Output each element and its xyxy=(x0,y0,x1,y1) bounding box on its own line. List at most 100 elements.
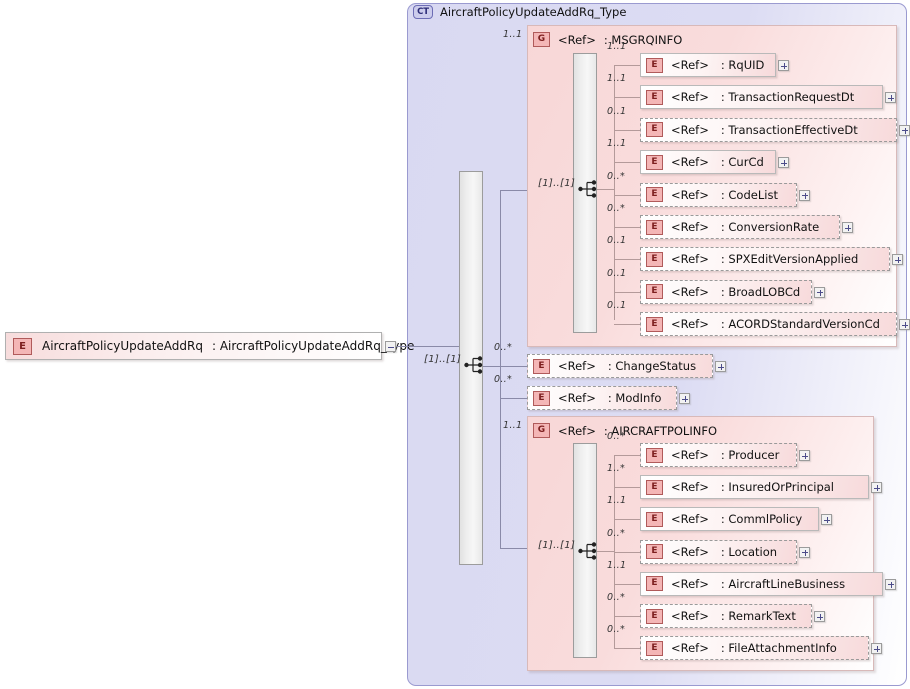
element-node[interactable]: E<Ref>: ConversionRate xyxy=(640,215,840,239)
occurrence-label: 0..1 xyxy=(607,267,627,279)
group-sequence-bar-msgrqinfo xyxy=(573,53,597,333)
group-ref-label: <Ref> xyxy=(558,423,596,438)
element-name: : ChangeStatus xyxy=(607,359,697,373)
element-node[interactable]: E<Ref>: FileAttachmentInfo xyxy=(640,636,869,661)
element-name: : AircraftLineBusiness xyxy=(720,576,846,591)
root-collapse-toggle[interactable] xyxy=(385,341,396,352)
element-ref-label: <Ref> xyxy=(671,544,709,559)
element-icon: E xyxy=(646,316,663,332)
expand-toggle[interactable] xyxy=(821,514,832,526)
element-node[interactable]: E<Ref>: TransactionRequestDt xyxy=(640,85,883,110)
expand-toggle[interactable] xyxy=(899,124,910,136)
expand-toggle[interactable] xyxy=(871,643,882,655)
branch-aircraftpolinfo xyxy=(500,548,527,549)
expand-toggle[interactable] xyxy=(799,546,810,558)
element-node[interactable]: E<Ref>: TransactionEffectiveDt xyxy=(640,117,897,142)
element-icon: E xyxy=(646,89,663,105)
element-ref-label: <Ref> xyxy=(671,317,709,332)
element-ref-label: <Ref> xyxy=(671,155,709,170)
group-ref-label: <Ref> xyxy=(558,32,596,47)
expand-toggle[interactable] xyxy=(871,482,882,494)
node-connector-line xyxy=(614,616,640,617)
element-name: : InsuredOrPrincipal xyxy=(720,480,834,495)
element-icon: E xyxy=(646,511,663,527)
sequence-compositor-icon xyxy=(464,356,483,374)
occurrence-label: 1..1 xyxy=(607,73,627,85)
occurrence-label: 1..1 xyxy=(607,41,627,52)
complextype-icon: CT xyxy=(413,5,433,19)
element-ref-label: <Ref> xyxy=(671,480,709,495)
complextype-title: AircraftPolicyUpdateAddRq_Type xyxy=(440,5,627,19)
element-name: : ConversionRate xyxy=(720,220,820,234)
expand-toggle[interactable] xyxy=(778,60,789,71)
element-node[interactable]: E<Ref>: Location xyxy=(640,539,797,564)
element-node[interactable]: E<Ref>: SPXEditVersionApplied xyxy=(640,247,890,272)
node-connector-line xyxy=(614,583,640,585)
element-icon: E xyxy=(13,337,32,355)
element-icon: E xyxy=(646,122,663,138)
node-connector-line xyxy=(614,324,640,326)
element-node[interactable]: E<Ref>: ModInfo xyxy=(527,386,677,410)
node-connector-line xyxy=(614,487,640,489)
element-ref-label: <Ref> xyxy=(671,576,709,591)
node-connector-line xyxy=(614,97,640,99)
element-node[interactable]: E<Ref>: CurCd xyxy=(640,150,776,175)
root-connector-line xyxy=(396,346,466,347)
group-sequence-occurrence-msgrqinfo: [1]..[1] xyxy=(538,178,576,189)
expand-toggle[interactable] xyxy=(885,92,896,104)
element-node[interactable]: E<Ref>: AircraftLineBusiness xyxy=(640,571,883,596)
element-node[interactable]: E<Ref>: ChangeStatus xyxy=(527,354,713,378)
element-name: : ACORDStandardVersionCd xyxy=(720,317,880,332)
group-occurrence-aircraftpolinfo: 1..1 xyxy=(503,420,523,431)
element-icon: E xyxy=(646,479,663,495)
root-element-node[interactable]: E AircraftPolicyUpdateAddRq : AircraftPo… xyxy=(5,332,414,360)
expand-toggle[interactable] xyxy=(814,611,825,622)
expand-toggle[interactable] xyxy=(679,393,690,404)
element-node[interactable]: E <Ref> : Producer xyxy=(640,443,797,467)
element-node[interactable]: E<Ref>: RqUID xyxy=(640,53,776,77)
element-icon: E xyxy=(646,284,663,300)
expand-toggle[interactable] xyxy=(899,319,910,331)
element-node[interactable]: E <Ref> : InsuredOrPrincipal xyxy=(640,475,869,500)
element-icon: E xyxy=(646,640,663,656)
expand-toggle[interactable] xyxy=(885,578,896,590)
element-node[interactable]: E<Ref>: CommlPolicy xyxy=(640,507,819,532)
occurrence-label: 0..1 xyxy=(607,105,627,117)
element-ref-label: <Ref> xyxy=(671,284,709,299)
node-connector-line xyxy=(614,455,640,456)
node-connector-line xyxy=(500,366,527,367)
group-icon: G xyxy=(533,32,550,47)
node-connector-line xyxy=(614,227,640,228)
expand-toggle[interactable] xyxy=(799,189,810,201)
element-name: : ModInfo xyxy=(607,391,662,405)
element-icon: E xyxy=(646,447,663,463)
element-icon: E xyxy=(646,608,663,624)
element-name: : TransactionEffectiveDt xyxy=(720,122,858,137)
node-connector-line xyxy=(614,648,640,650)
element-ref-label: <Ref> xyxy=(671,252,709,267)
expand-toggle[interactable] xyxy=(715,361,726,372)
element-icon: E xyxy=(646,544,663,560)
element-name: : BroadLOBCd xyxy=(720,284,801,299)
complextype-header: CT AircraftPolicyUpdateAddRq_Type xyxy=(413,5,626,19)
node-connector-line xyxy=(614,129,640,131)
element-node[interactable]: E <Ref> : ACORDStandardVersionCd xyxy=(640,312,897,337)
group-seqbar-stub-msgrqinfo xyxy=(597,189,614,190)
occurrence-label: 0..* xyxy=(607,527,626,539)
expand-toggle[interactable] xyxy=(778,157,789,169)
element-name: : Producer xyxy=(720,448,780,462)
expand-toggle[interactable] xyxy=(799,450,810,461)
expand-toggle[interactable] xyxy=(842,222,853,233)
element-node[interactable]: E<Ref>: CodeList xyxy=(640,182,797,207)
group-occurrence-msgrqinfo: 1..1 xyxy=(503,29,523,40)
element-name: : CommlPolicy xyxy=(720,512,803,527)
expand-toggle[interactable] xyxy=(814,286,825,298)
occurrence-label: 0..* xyxy=(494,342,513,353)
root-trunk-line xyxy=(500,190,501,548)
expand-toggle[interactable] xyxy=(892,254,903,266)
node-connector-line xyxy=(614,519,640,521)
element-node[interactable]: E<Ref>: RemarkText xyxy=(640,604,812,628)
element-node[interactable]: E <Ref> : BroadLOBCd xyxy=(640,279,812,304)
element-ref-label: <Ref> xyxy=(671,448,709,462)
sequence-compositor-icon xyxy=(578,542,597,560)
